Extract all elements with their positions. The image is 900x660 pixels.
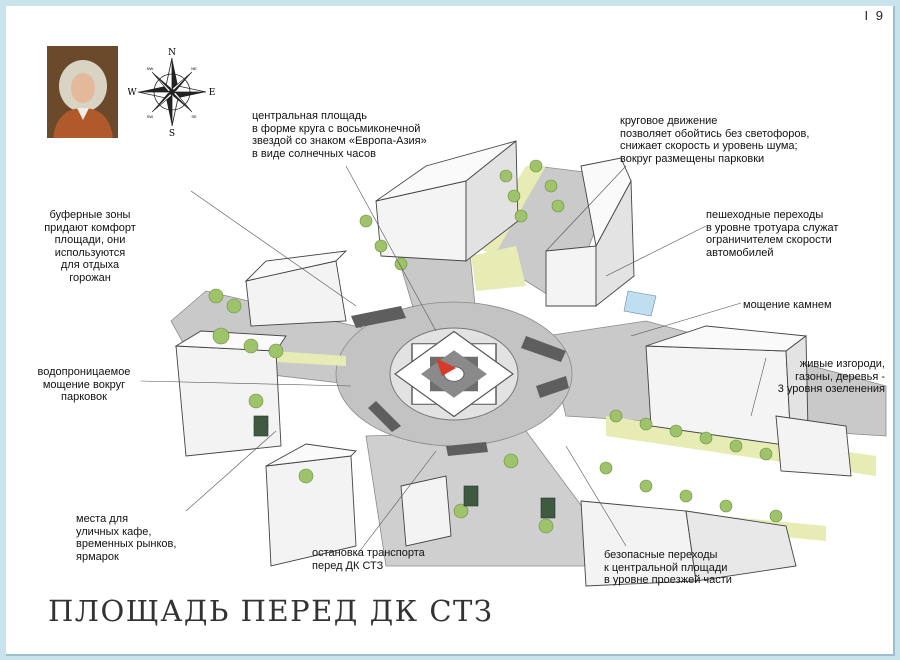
label-permeable-paving: водопроницаемое мощение вокруг парковок [37,366,131,403]
buildings [174,140,852,587]
pavilions [351,306,569,456]
label-safe-crossings: безопасные переходы к центральной площад… [604,549,732,586]
compass-n: N [168,48,176,58]
leader-lines [140,165,767,557]
label-hedges: живые изгороди, газоны, деревья - 3 уров… [777,358,885,395]
compass-se: SE [191,114,197,119]
label-roundabout: круговое движение позволяет обойтись без… [620,115,810,165]
building-south-west-2 [265,443,357,567]
label-cafe-places: места для уличных кафе, временных рынков… [76,513,177,563]
building-east-far [775,415,852,477]
building-west [244,250,348,327]
compass-nw: NW [147,66,154,71]
compass-s: S [169,129,175,138]
compass-e: E [209,88,216,98]
compass-w: W [128,88,137,98]
label-stone-paving: мощение камнем [743,299,832,311]
compass-ne: NE [191,66,197,71]
label-buffer-zones: буферные зоны придают комфорт площади, о… [44,209,136,284]
portrait-image [47,46,118,138]
compass-sw: SW [147,114,154,119]
page-title: ПЛОЩАДЬ ПЕРЕД ДК СТЗ [48,594,494,628]
grass-strip-n [471,246,526,291]
label-crosswalks: пешеходные переходы в уровне тротуара сл… [706,209,839,259]
square-plan-illustration [140,140,887,587]
sundial-gnomon [436,358,456,376]
central-star-square [389,327,519,421]
building-north-east [545,157,635,307]
label-central-square: центральная площадь в форме круга с вось… [252,110,427,160]
poster-sheet: I 9 N S E W NE NW SE SW центральная пл [6,6,895,656]
canopy-stands [253,415,556,519]
trees [208,159,783,534]
label-transit-stop: остановка транспорта перед ДК СТЗ [312,547,425,572]
glass-roof [623,290,657,317]
page-number: I 9 [864,8,885,23]
building-south-east [580,500,797,587]
compass-rose: N S E W NE NW SE SW [128,48,216,138]
building-south [400,475,452,547]
